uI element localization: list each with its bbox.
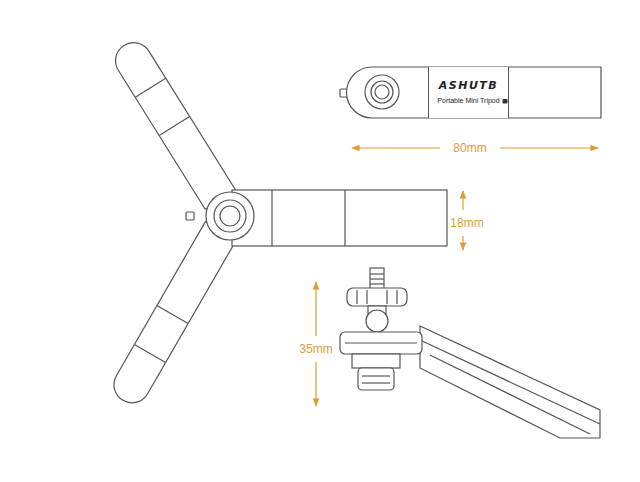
dimension-line xyxy=(500,147,598,148)
opened-tripod xyxy=(107,36,447,409)
brand-logo: ASHUTB xyxy=(439,80,498,92)
dimension-line xyxy=(352,147,440,148)
dimension-label: 80mm xyxy=(451,141,488,155)
side-view xyxy=(340,268,600,438)
product-icon xyxy=(502,98,508,104)
dimension-line xyxy=(462,191,463,210)
folded-tripod xyxy=(340,67,601,118)
dimension-label: 18mm xyxy=(448,216,485,230)
dimension-line xyxy=(315,362,316,406)
tripod-label-panel: ASHUTB Portable Mini Tripod xyxy=(428,67,509,118)
dimension-line xyxy=(462,236,463,250)
dimension-label: 35mm xyxy=(297,342,334,356)
dimension-line xyxy=(315,282,316,336)
product-name: Portable Mini Tripod xyxy=(437,97,499,105)
